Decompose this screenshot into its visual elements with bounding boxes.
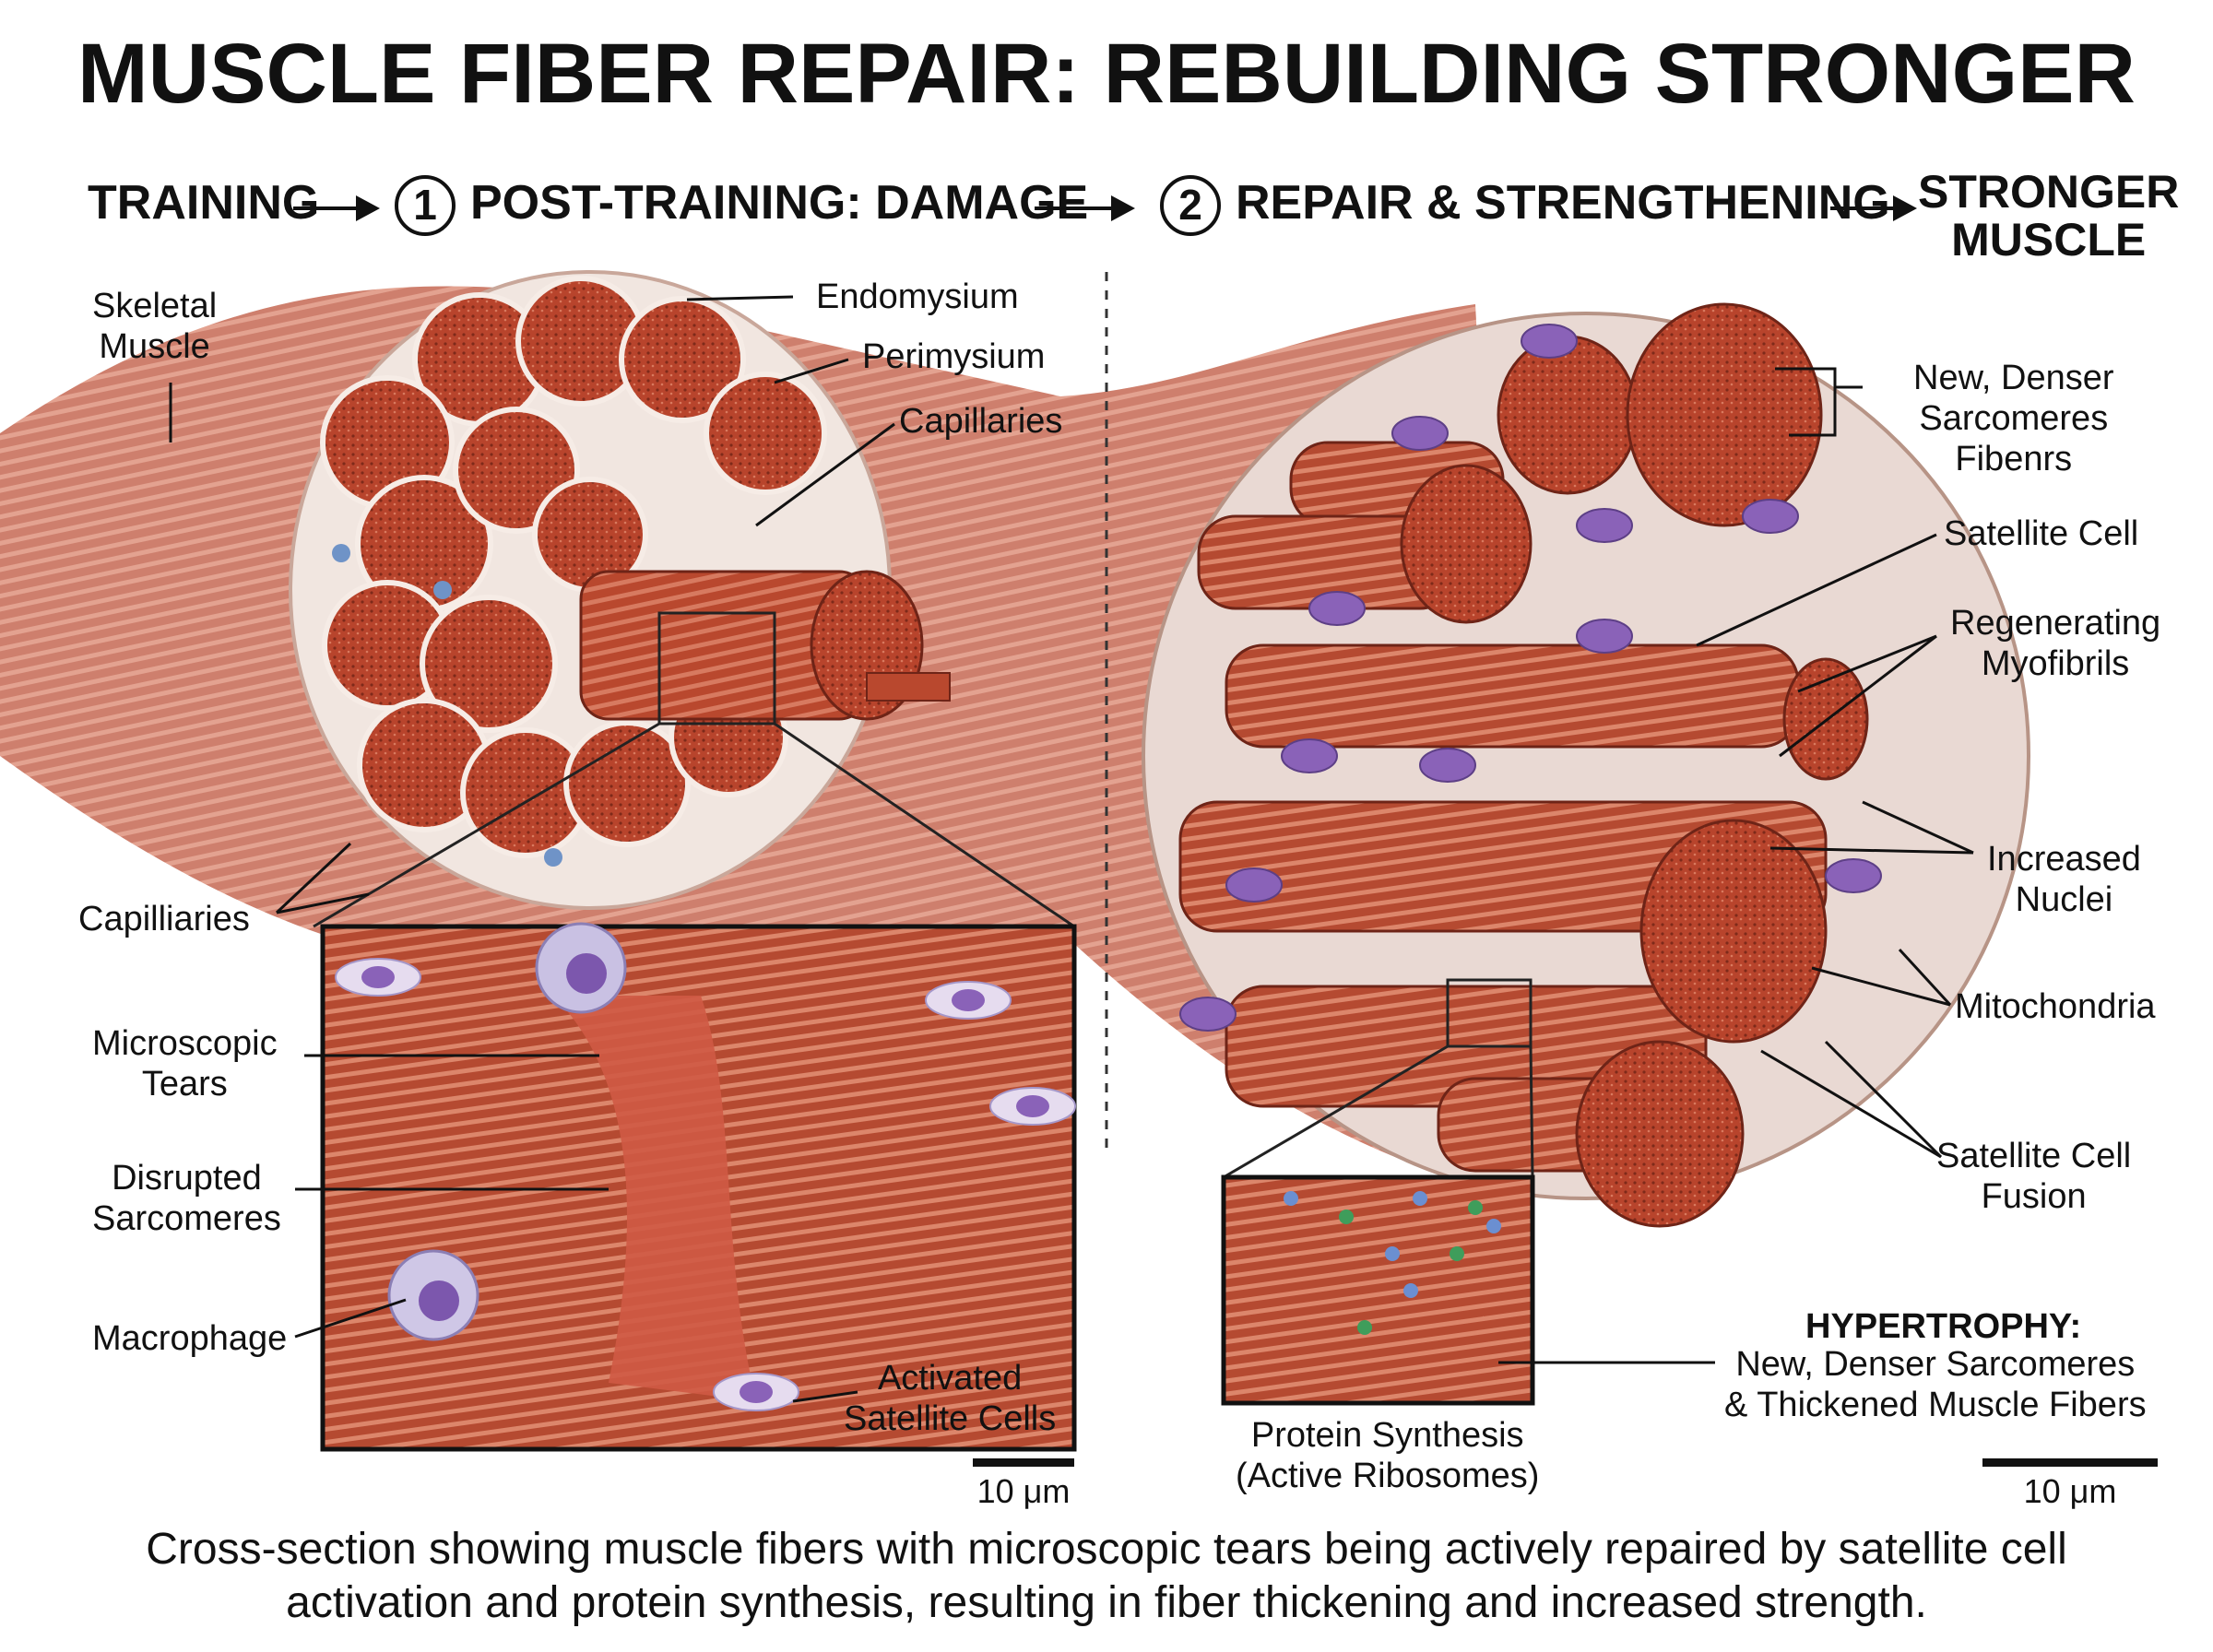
capillary — [332, 544, 350, 562]
scale-bar-line — [1982, 1458, 2158, 1467]
right-cross-section — [1142, 302, 2030, 1228]
nucleus — [1576, 619, 1633, 654]
label-perimysium: Perimysium — [862, 337, 1046, 376]
label-capillaries: Capillaries — [899, 402, 1063, 441]
cell-nucleus — [952, 989, 985, 1011]
scale-bar-left: 10 μm — [973, 1458, 1074, 1511]
label-protein-synthesis: Protein Synthesis (Active Ribosomes) — [1236, 1416, 1540, 1495]
ribosome — [1385, 1246, 1400, 1261]
fiber-end — [1626, 302, 1823, 527]
page-title: MUSCLE FIBER REPAIR: REBUILDING STRONGER — [77, 27, 2136, 121]
cell-nucleus — [419, 1280, 459, 1321]
nucleus — [1391, 416, 1449, 451]
synthesis-inset — [1221, 978, 1535, 1406]
inset-cells — [335, 922, 1076, 1411]
damaged-fiber-cylinder — [313, 570, 1075, 928]
fiber-end — [1575, 1040, 1745, 1228]
fascicle — [619, 296, 746, 423]
fiber-end — [1497, 335, 1639, 495]
nucleus — [1742, 499, 1799, 534]
ribosome — [1403, 1283, 1418, 1298]
nucleus — [1225, 867, 1283, 903]
ribosome — [1357, 1320, 1372, 1335]
scale-bar-label: 10 μm — [2023, 1472, 2117, 1510]
fascicle — [420, 595, 558, 733]
flow-step1: 1 POST-TRAINING: DAMAGE — [395, 175, 1089, 237]
arrow-icon — [1035, 195, 1135, 221]
leader-lines — [169, 295, 1974, 1403]
nucleus — [1419, 748, 1476, 783]
scale-bar-right: 10 μm — [1982, 1458, 2158, 1511]
label-new-denser: New, Denser Sarcomeres Fibenrs — [1913, 359, 2114, 478]
ribosome — [1339, 1210, 1354, 1224]
ribosomes — [1284, 1191, 1501, 1335]
nucleus — [1825, 858, 1882, 893]
ribosome — [1468, 1200, 1483, 1215]
cell-nucleus — [361, 966, 395, 988]
fascicle — [704, 372, 827, 495]
label-regenerating-myofibrils: Regenerating Myofibrils — [1950, 604, 2161, 683]
scale-bar-line — [973, 1458, 1074, 1467]
fiber-end — [1639, 819, 1828, 1044]
cell-nucleus — [1016, 1095, 1049, 1117]
label-increased-nuclei: Increased Nuclei — [1987, 840, 2141, 919]
nucleus — [1308, 591, 1366, 626]
arrow-icon — [293, 195, 380, 221]
nucleus — [1521, 324, 1578, 359]
flow-training: TRAINING — [88, 176, 320, 230]
cell-nucleus — [566, 953, 607, 994]
label-mitochondria: Mitochondria — [1955, 987, 2156, 1026]
flow-step2-label: REPAIR & STRENGTHENING — [1236, 176, 1890, 230]
label-disrupted-sarcomeres: Disrupted Sarcomeres — [92, 1159, 281, 1238]
ribosome — [1413, 1191, 1427, 1206]
nucleus — [1576, 508, 1633, 543]
label-satellite-cell-fusion: Satellite Cell Fusion — [1936, 1137, 2132, 1216]
flow-step1-label: POST-TRAINING: DAMAGE — [470, 176, 1089, 230]
label-hypertrophy-title: HYPERTROPHY: — [1805, 1307, 2082, 1346]
flow-result: STRONGER MUSCLE — [1918, 166, 2180, 266]
fascicle — [563, 720, 691, 847]
nucleus — [1281, 738, 1338, 773]
label-microscopic-tears: Microscopic Tears — [92, 1024, 278, 1103]
step-number-badge: 2 — [1160, 175, 1221, 237]
figure-caption: Cross-section showing muscle fibers with… — [146, 1525, 2067, 1627]
ribosome — [1284, 1191, 1298, 1206]
left-cross-section — [289, 270, 892, 910]
thickened-fibers — [1178, 302, 1882, 1228]
label-activated-satellite-cells: Activated Satellite Cells — [844, 1359, 1057, 1438]
scale-bar-label: 10 μm — [976, 1472, 1071, 1510]
fiber-end — [1400, 464, 1533, 624]
cell-nucleus — [740, 1381, 773, 1403]
label-hypertrophy-text: New, Denser Sarcomeres & Thickened Muscl… — [1724, 1345, 2147, 1424]
muscle-fiber — [1225, 643, 1800, 749]
label-capilliaries: Capilliaries — [78, 900, 250, 938]
flow-step2: 2 REPAIR & STRENGTHENING — [1160, 175, 1890, 237]
nucleus — [1179, 997, 1237, 1032]
label-endomysium: Endomysium — [816, 277, 1019, 316]
ribosome — [1450, 1246, 1464, 1261]
arrow-icon — [1830, 195, 1917, 221]
capillary — [544, 848, 562, 867]
label-skeletal-muscle: Skeletal Muscle — [92, 287, 218, 366]
ribosome — [1486, 1219, 1501, 1233]
capillary — [433, 581, 452, 599]
label-macrophage: Macrophage — [92, 1319, 288, 1358]
label-satellite-cell: Satellite Cell — [1944, 514, 2139, 553]
fascicles — [320, 276, 827, 867]
step-number-badge: 1 — [395, 175, 456, 237]
